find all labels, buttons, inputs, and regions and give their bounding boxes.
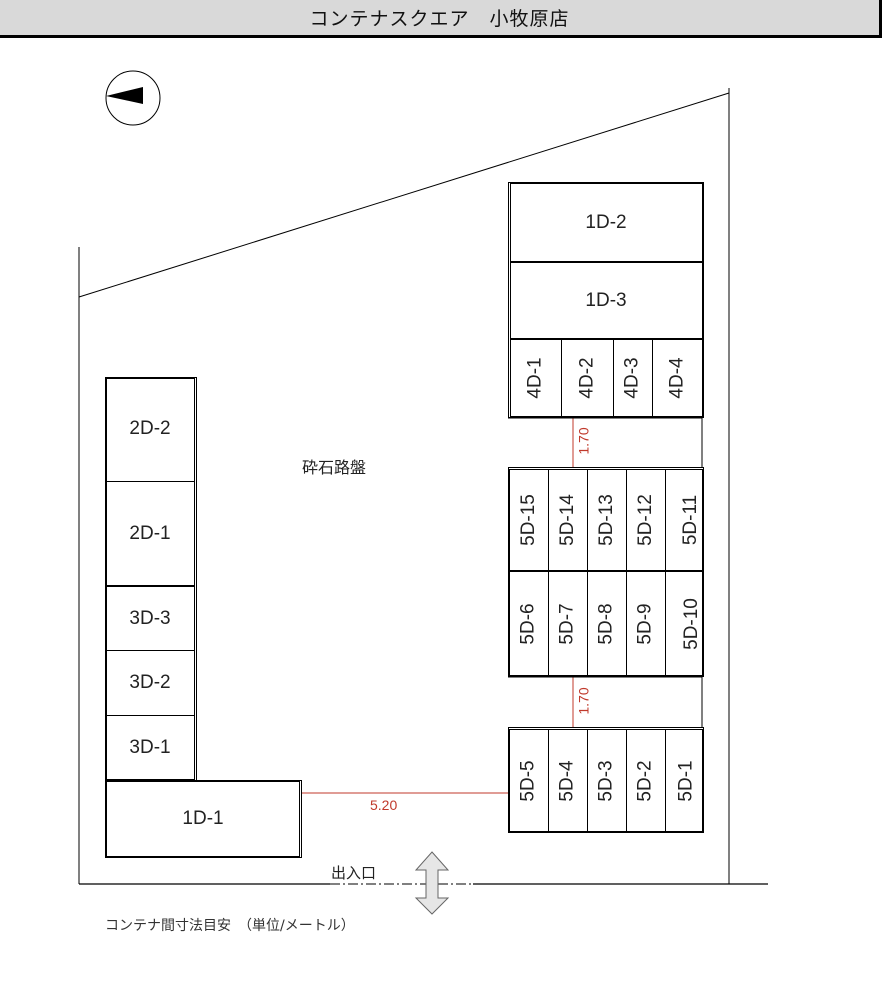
container-label: 5D-14 xyxy=(557,494,578,546)
container-label: 1D-1 xyxy=(182,808,224,829)
container-5d-4[interactable]: 5D-4 xyxy=(549,730,588,831)
container-label: 5D-10 xyxy=(680,597,702,650)
container-label: 5D-1 xyxy=(675,759,697,802)
container-3d-2[interactable]: 3D-2 xyxy=(105,650,195,715)
row-4d: 4D-1 4D-2 4D-3 4D-4 xyxy=(510,338,702,416)
container-label: 5D-12 xyxy=(635,494,656,546)
container-4d-4[interactable]: 4D-4 xyxy=(653,340,702,416)
container-2d-1[interactable]: 2D-1 xyxy=(105,481,195,585)
container-5d-8[interactable]: 5D-8 xyxy=(588,572,627,675)
container-1d-2[interactable]: 1D-2 xyxy=(510,184,702,261)
container-label: 5D-8 xyxy=(596,602,617,645)
container-5d-11[interactable]: 5D-11 xyxy=(666,470,716,570)
container-5d-2[interactable]: 5D-2 xyxy=(627,730,666,831)
container-label: 1D-3 xyxy=(585,289,627,311)
container-label: 5D-5 xyxy=(518,759,539,802)
row-5d-upper: 5D-15 5D-14 5D-13 5D-12 5D-11 xyxy=(510,470,702,572)
container-1d-1[interactable]: 1D-1 xyxy=(105,780,302,858)
container-label: 4D-3 xyxy=(622,357,643,399)
container-5d-15[interactable]: 5D-15 xyxy=(510,470,549,570)
container-5d-7[interactable]: 5D-7 xyxy=(549,572,588,675)
ground-surface-label: 砕石路盤 xyxy=(302,458,367,477)
container-label: 5D-15 xyxy=(518,494,539,546)
container-5d-1[interactable]: 5D-1 xyxy=(666,730,707,831)
container-label: 5D-9 xyxy=(635,602,656,645)
dimension-5d-rows: 1.70 xyxy=(575,687,592,715)
row-5d-lower: 5D-5 5D-4 5D-3 5D-2 5D-1 xyxy=(508,727,704,833)
container-2d-2[interactable]: 2D-2 xyxy=(105,377,195,481)
container-label: 1D-2 xyxy=(585,211,627,233)
right-top-container-group xyxy=(508,182,704,418)
container-4d-2[interactable]: 4D-2 xyxy=(562,340,614,416)
container-label: 2D-1 xyxy=(129,522,171,544)
container-1d-3[interactable]: 1D-3 xyxy=(510,261,702,338)
container-3d-1[interactable]: 3D-1 xyxy=(105,715,195,780)
container-label: 3D-1 xyxy=(129,737,171,758)
dimension-1d1-5d: 5.20 xyxy=(370,797,398,813)
row-5d-middle: 5D-6 5D-7 5D-8 5D-9 5D-10 xyxy=(510,572,702,675)
container-label: 4D-4 xyxy=(666,357,688,399)
right-5d-group-upper: 5D-15 5D-14 5D-13 5D-12 5D-11 5D-6 5D-7 … xyxy=(508,467,704,677)
container-label: 5D-7 xyxy=(557,602,578,645)
container-4d-1[interactable]: 4D-1 xyxy=(510,340,562,416)
container-3d-3[interactable]: 3D-3 xyxy=(105,585,195,650)
entrance-label: 出入口 xyxy=(331,864,377,882)
container-label: 5D-6 xyxy=(518,602,539,645)
container-label: 5D-13 xyxy=(596,494,617,546)
container-5d-12[interactable]: 5D-12 xyxy=(627,470,666,570)
container-label: 3D-3 xyxy=(129,607,171,629)
container-label: 5D-3 xyxy=(596,759,617,802)
container-label: 3D-2 xyxy=(129,672,171,693)
container-label: 4D-1 xyxy=(524,357,546,399)
container-label: 5D-2 xyxy=(635,759,656,802)
page-header: コンテナスクエア 小牧原店 xyxy=(0,0,882,38)
container-label: 5D-11 xyxy=(680,494,702,546)
container-5d-10[interactable]: 5D-10 xyxy=(666,572,718,675)
container-label: 5D-4 xyxy=(557,759,578,802)
page-title: コンテナスクエア 小牧原店 xyxy=(309,8,570,30)
container-5d-13[interactable]: 5D-13 xyxy=(588,470,627,570)
container-label: 2D-2 xyxy=(129,418,171,439)
container-5d-6[interactable]: 5D-6 xyxy=(510,572,549,675)
container-5d-9[interactable]: 5D-9 xyxy=(627,572,666,675)
container-5d-14[interactable]: 5D-14 xyxy=(549,470,588,570)
container-label: 4D-2 xyxy=(576,357,598,399)
container-5d-5[interactable]: 5D-5 xyxy=(510,730,549,831)
dimension-4d-5d: 1.70 xyxy=(575,427,592,455)
dimension-footnote: コンテナ間寸法目安 （単位/メートル） xyxy=(105,918,355,934)
container-4d-3[interactable]: 4D-3 xyxy=(614,340,653,416)
container-5d-3[interactable]: 5D-3 xyxy=(588,730,627,831)
